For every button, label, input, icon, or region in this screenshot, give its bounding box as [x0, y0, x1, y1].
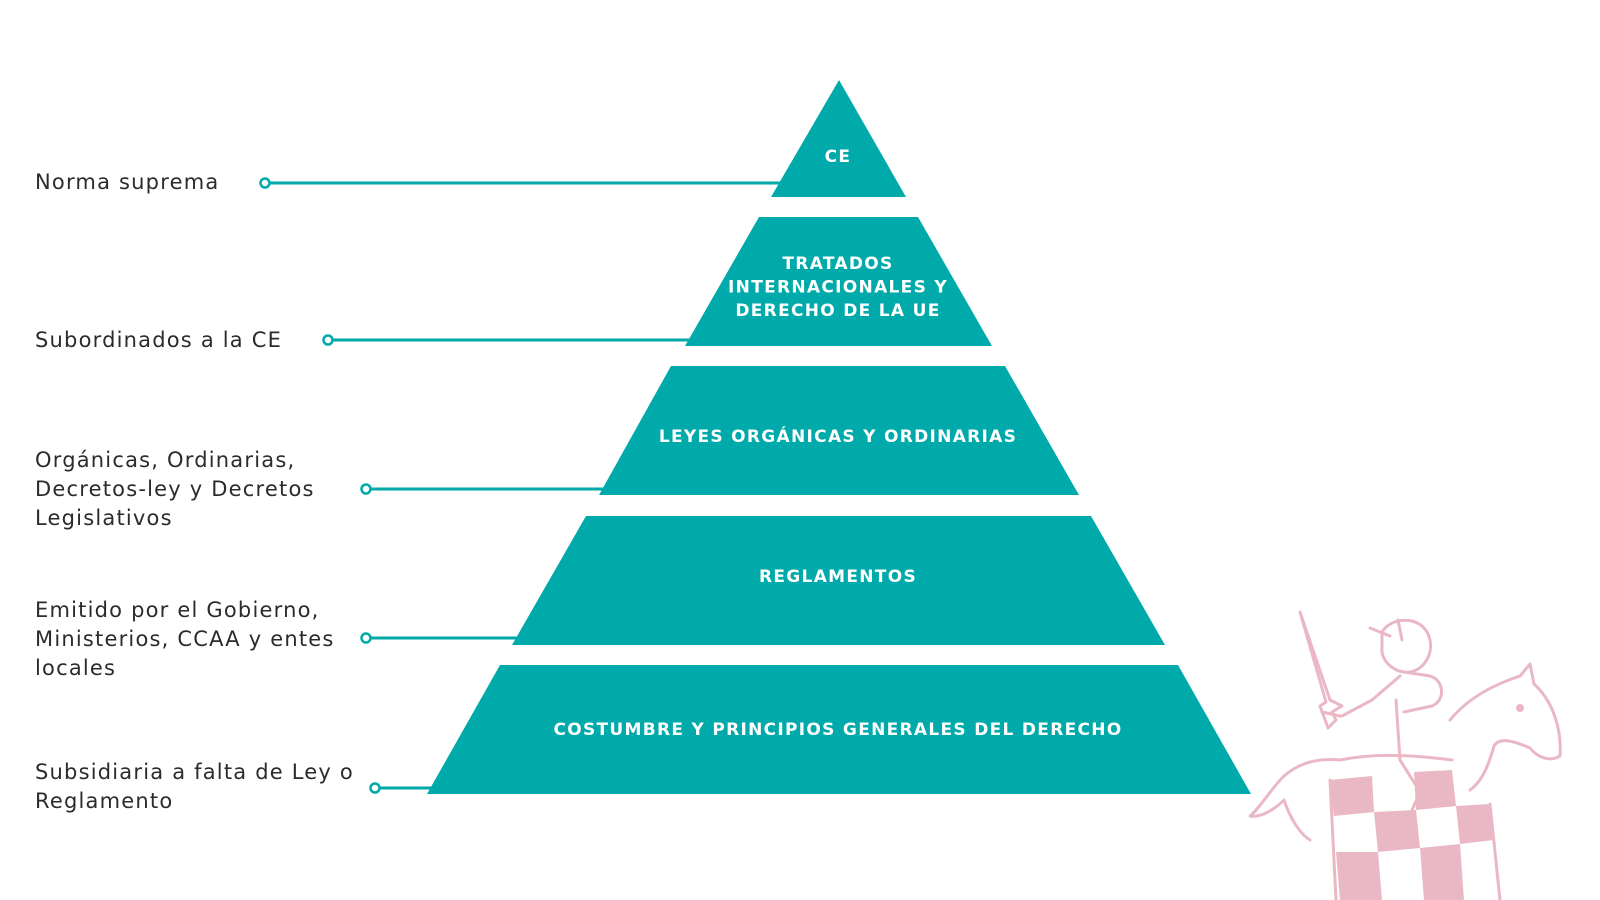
- annotation-reglamentos-line: locales: [35, 654, 335, 683]
- annotation-norma-suprema-line: Norma suprema: [35, 168, 219, 197]
- tier-ce-shape: [771, 80, 906, 197]
- connector-dot-icon: [324, 336, 333, 345]
- knight-horse-watermark-icon: [1250, 612, 1560, 900]
- annotation-subordinados: Subordinados a la CE: [35, 326, 282, 355]
- connector-dot-icon: [371, 784, 380, 793]
- tier-tratados-label-line: TRATADOS: [782, 254, 893, 274]
- annotation-leyes-line: Legislativos: [35, 504, 315, 533]
- tier-tratados-label-line: INTERNACIONALES Y: [728, 278, 948, 298]
- connector-4: [362, 634, 518, 643]
- connector-3: [362, 485, 605, 494]
- annotation-leyes-line: Decretos-ley y Decretos: [35, 475, 315, 504]
- annotation-leyes-line: Orgánicas, Ordinarias,: [35, 446, 315, 475]
- annotation-reglamentos-line: Ministerios, CCAA y entes: [35, 625, 335, 654]
- tier-costumbre-label-line: COSTUMBRE Y PRINCIPIOS GENERALES DEL DER…: [553, 720, 1122, 740]
- tier-ce-label-line: CE: [825, 147, 852, 167]
- connector-2: [324, 336, 691, 345]
- tier-leyes-label-line: LEYES ORGÁNICAS Y ORDINARIAS: [659, 425, 1017, 447]
- annotation-reglamentos: Emitido por el Gobierno,Ministerios, CCA…: [35, 596, 335, 683]
- tier-tratados: TRATADOS INTERNACIONALES Y DERECHO DE LA U…: [685, 217, 992, 346]
- tier-reglamentos-label-line: REGLAMENTOS: [759, 567, 917, 587]
- annotation-costumbre-line: Subsidiaria a falta de Ley o: [35, 758, 354, 787]
- tier-costumbre: COSTUMBRE Y PRINCIPIOS GENERALES DEL DER…: [427, 665, 1251, 794]
- connector-dot-icon: [362, 634, 371, 643]
- connector-5: [371, 784, 433, 793]
- annotation-costumbre-line: Reglamento: [35, 787, 354, 816]
- tier-leyes: LEYES ORGÁNICAS Y ORDINARIAS: [599, 366, 1079, 495]
- annotation-subordinados-line: Subordinados a la CE: [35, 326, 282, 355]
- connector-dot-icon: [261, 179, 270, 188]
- annotation-norma-suprema: Norma suprema: [35, 168, 219, 197]
- tier-tratados-label-line: DERECHO DE LA UE: [735, 301, 940, 321]
- tier-reglamentos: REGLAMENTOS: [512, 516, 1165, 645]
- pyramid-tiers: CE TRATADOS INTERNACIONALES Y DERECHO DE LA…: [427, 80, 1251, 794]
- connector-1: [261, 179, 781, 188]
- annotation-leyes: Orgánicas, Ordinarias,Decretos-ley y Dec…: [35, 446, 315, 533]
- tier-ce: CE: [771, 80, 906, 197]
- annotation-reglamentos-line: Emitido por el Gobierno,: [35, 596, 335, 625]
- connector-dot-icon: [362, 485, 371, 494]
